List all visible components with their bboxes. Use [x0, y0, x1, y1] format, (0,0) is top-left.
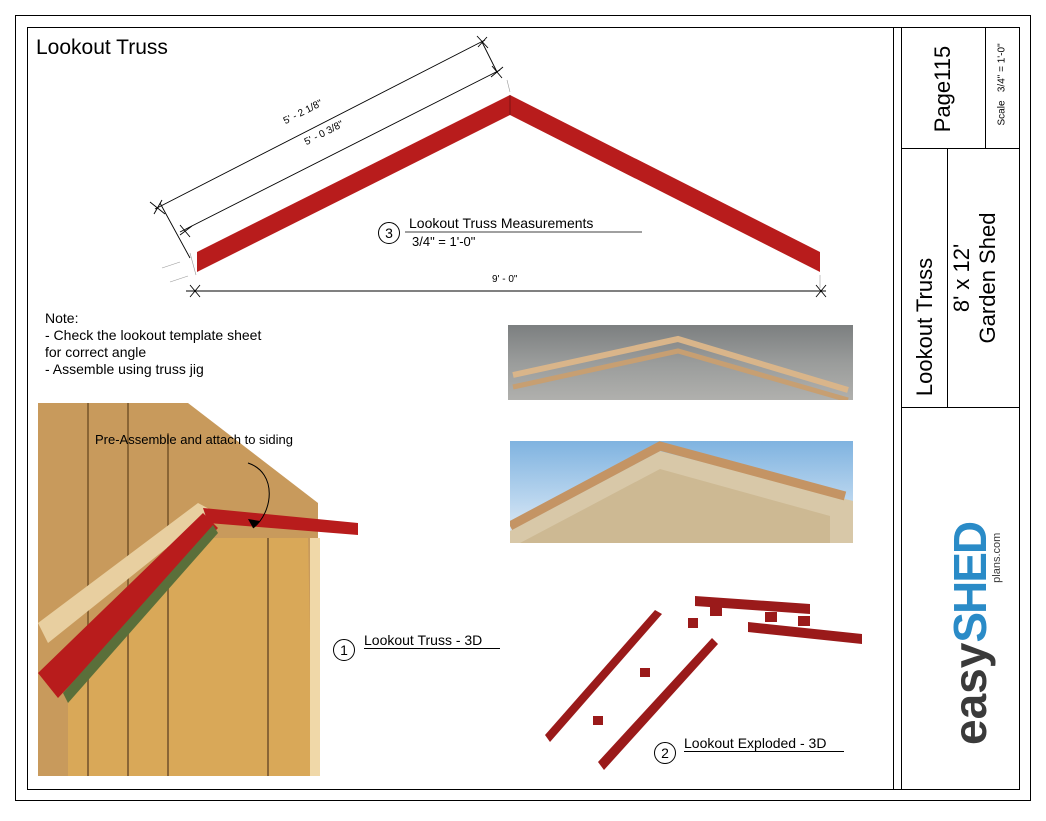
detail-1-title: Lookout Truss - 3D [364, 632, 501, 649]
scale-block: Scale 3/4" = 1'-0" [996, 43, 1008, 126]
photo-installed-truss-on-shed [510, 441, 853, 543]
detail-3-title: Lookout Truss Measurements [409, 215, 594, 231]
note-line: - Assemble using truss jig [45, 361, 204, 377]
lookout-truss-3d-illustration: Pre-Assemble and attach to siding [38, 403, 360, 776]
truss-right-rafter [510, 95, 820, 272]
page-number: Page115 [930, 45, 955, 133]
callout-number-1: 1 [333, 639, 355, 661]
logo-easy: easy [944, 642, 996, 745]
note-line: - Check the lookout template sheet [45, 327, 262, 343]
drawing-name: Lookout Truss [912, 257, 937, 397]
scale-value: 3/4" = 1'-0" [996, 43, 1008, 93]
project-block: 8' x 12' Garden Shed [949, 203, 1001, 353]
logo-shed: SHED [944, 522, 996, 643]
easyshed-logo: easySHEDplans.com [944, 445, 1003, 745]
project-size: 8' x 12' [949, 243, 974, 313]
project-name: Garden Shed [975, 212, 1000, 344]
callout-number-2: 2 [654, 742, 676, 764]
detail-3-scale: 3/4" = 1'-0" [412, 234, 476, 249]
callout-number-3: 3 [378, 222, 400, 244]
scale-label: Scale [996, 100, 1008, 126]
logo-plans: plans.com [991, 532, 1003, 583]
note-heading: Note: [45, 310, 79, 326]
pre-assemble-annotation: Pre-Assemble and attach to siding [95, 432, 293, 447]
dimension-lines [149, 35, 827, 298]
photo-assembled-truss-on-ground [508, 325, 853, 400]
note-line: for correct angle [45, 344, 147, 360]
dimension-span-label: 9' - 0" [492, 274, 518, 285]
note-block: Note: - Check the lookout template sheet… [45, 310, 261, 378]
detail-2-title: Lookout Exploded - 3D [684, 735, 845, 752]
page-title: Lookout Truss [36, 36, 168, 59]
truss-left-rafter [197, 95, 510, 272]
